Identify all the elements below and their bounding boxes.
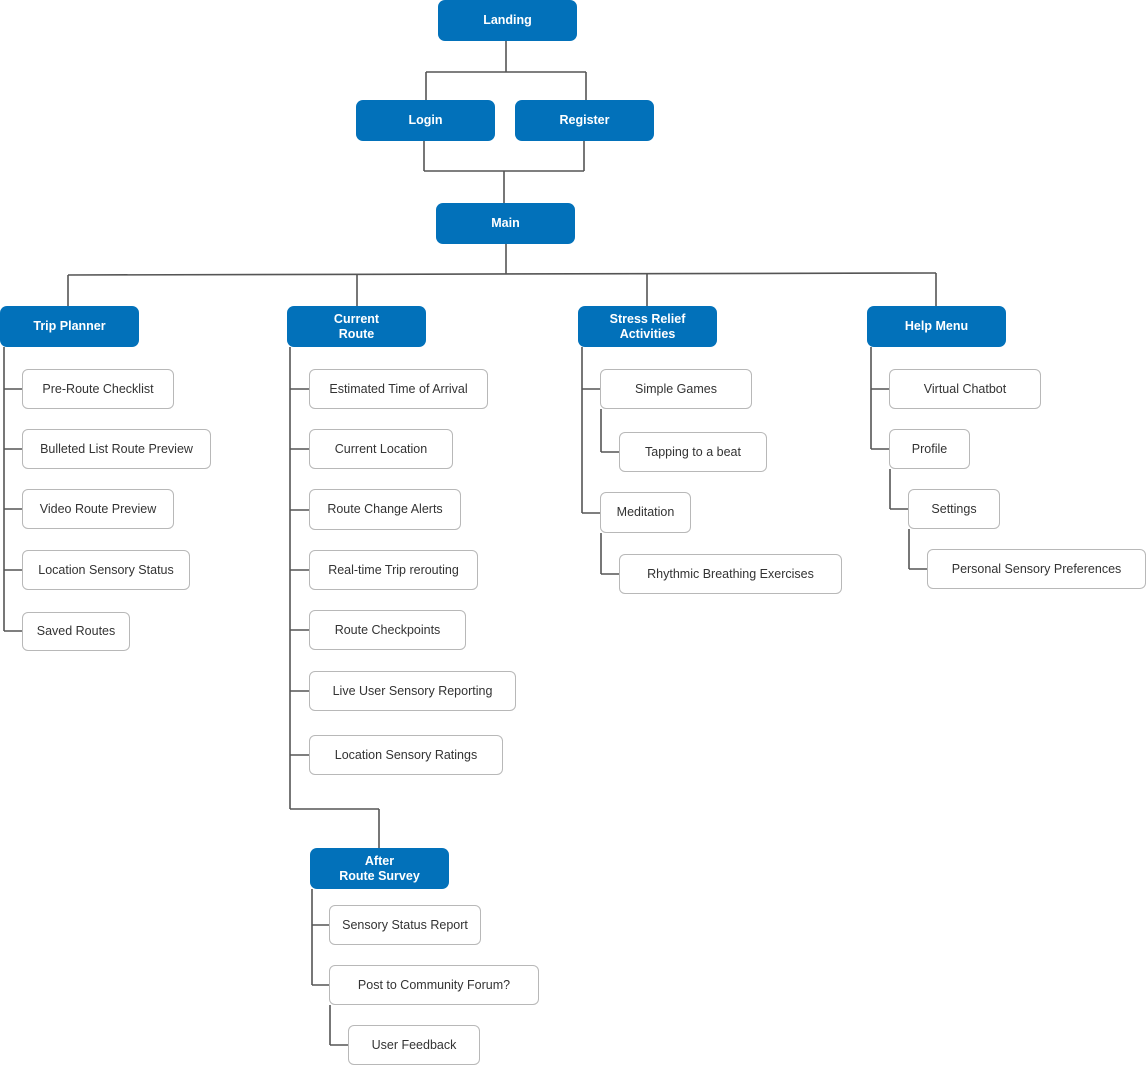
register-node[interactable]: Register xyxy=(515,100,654,141)
location-sensory-status-node[interactable]: Location Sensory Status xyxy=(22,550,190,590)
user-feedback-node[interactable]: User Feedback xyxy=(348,1025,480,1065)
tapping-to-a-beat-node[interactable]: Tapping to a beat xyxy=(619,432,767,472)
bulleted-list-route-preview-node[interactable]: Bulleted List Route Preview xyxy=(22,429,211,469)
saved-routes-node[interactable]: Saved Routes xyxy=(22,612,130,651)
landing-node[interactable]: Landing xyxy=(438,0,577,41)
live-user-sensory-reporting-node[interactable]: Live User Sensory Reporting xyxy=(309,671,516,711)
real-time-trip-rerouting-node[interactable]: Real-time Trip rerouting xyxy=(309,550,478,590)
virtual-chatbot-node[interactable]: Virtual Chatbot xyxy=(889,369,1041,409)
main-node[interactable]: Main xyxy=(436,203,575,244)
estimated-time-of-arrival-node[interactable]: Estimated Time of Arrival xyxy=(309,369,488,409)
personal-sensory-preferences-node[interactable]: Personal Sensory Preferences xyxy=(927,549,1146,589)
after-route-survey-node[interactable]: After Route Survey xyxy=(310,848,449,889)
pre-route-checklist-node[interactable]: Pre-Route Checklist xyxy=(22,369,174,409)
rhythmic-breathing-exercises-node[interactable]: Rhythmic Breathing Exercises xyxy=(619,554,842,594)
connector-line xyxy=(67,272,937,276)
help-menu-node[interactable]: Help Menu xyxy=(867,306,1006,347)
current-location-node[interactable]: Current Location xyxy=(309,429,453,469)
sensory-status-report-node[interactable]: Sensory Status Report xyxy=(329,905,481,945)
post-to-community-forum-node[interactable]: Post to Community Forum? xyxy=(329,965,539,1005)
settings-node[interactable]: Settings xyxy=(908,489,1000,529)
profile-node[interactable]: Profile xyxy=(889,429,970,469)
route-change-alerts-node[interactable]: Route Change Alerts xyxy=(309,489,461,530)
location-sensory-ratings-node[interactable]: Location Sensory Ratings xyxy=(309,735,503,775)
simple-games-node[interactable]: Simple Games xyxy=(600,369,752,409)
current-route-node[interactable]: Current Route xyxy=(287,306,426,347)
video-route-preview-node[interactable]: Video Route Preview xyxy=(22,489,174,529)
trip-planner-node[interactable]: Trip Planner xyxy=(0,306,139,347)
stress-relief-activities-node[interactable]: Stress Relief Activities xyxy=(578,306,717,347)
meditation-node[interactable]: Meditation xyxy=(600,492,691,533)
login-node[interactable]: Login xyxy=(356,100,495,141)
route-checkpoints-node[interactable]: Route Checkpoints xyxy=(309,610,466,650)
